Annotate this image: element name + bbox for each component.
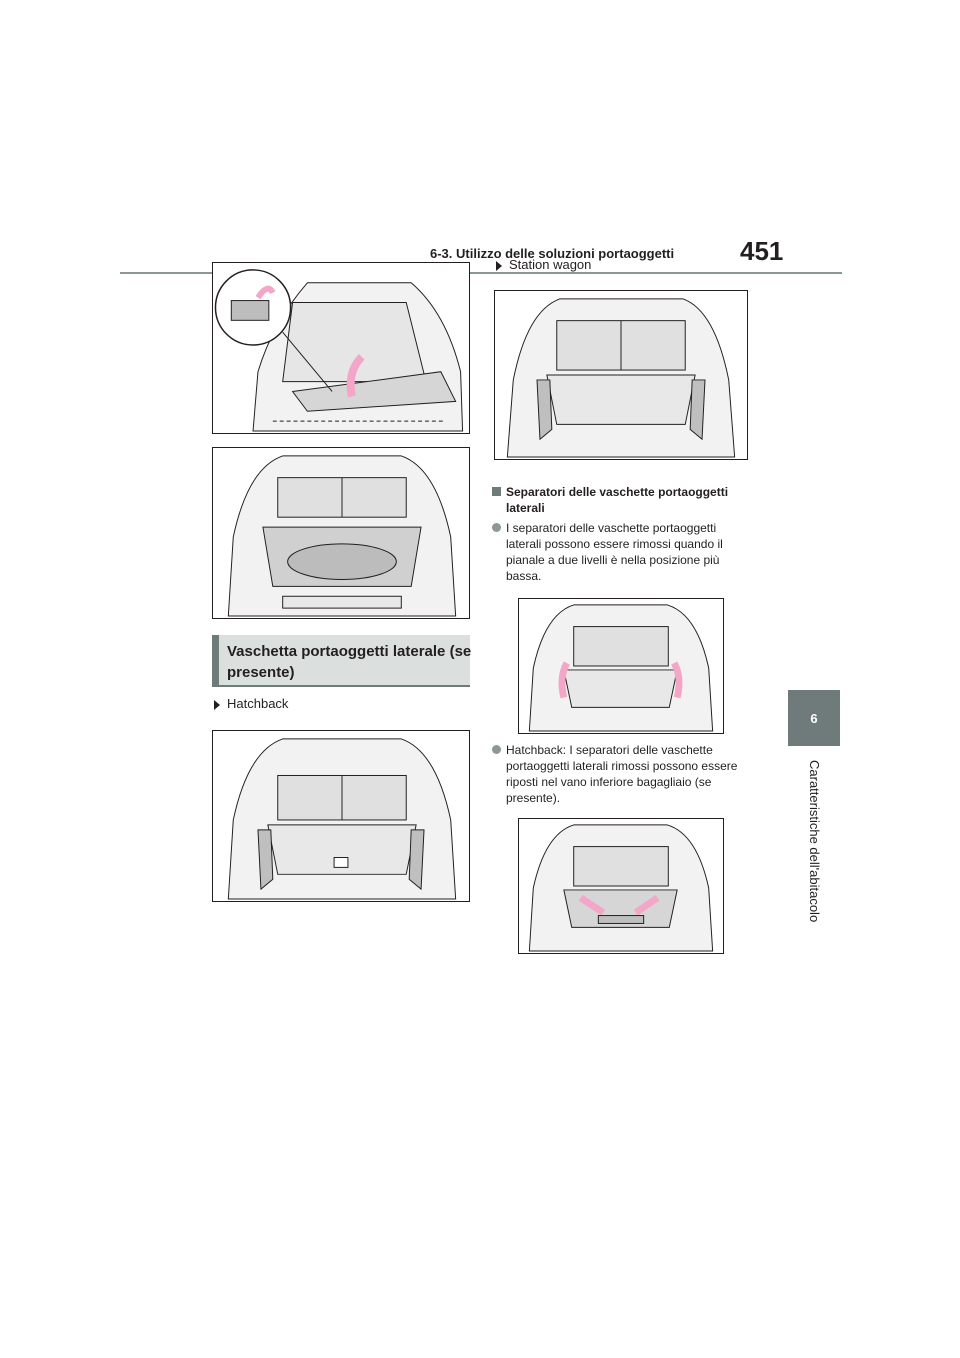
station-wagon-trunk-illustration — [506, 298, 736, 458]
figure-cargo-open — [212, 447, 470, 619]
cargo-area-illustration — [227, 455, 457, 617]
triangle-marker-icon — [214, 699, 220, 710]
figure-hatchback — [212, 730, 470, 902]
section-header: Vaschetta portaoggetti laterale (se pres… — [212, 635, 472, 687]
circle-bullet-icon — [492, 523, 501, 532]
figure-cover-removal — [212, 262, 470, 434]
trunk-cover-illustration — [214, 269, 464, 432]
circle-bullet-icon — [492, 745, 501, 754]
separators-bullet-1: I separatori delle vaschette portaoggett… — [506, 521, 723, 583]
square-bullet-icon — [492, 487, 501, 496]
chapter-number: 6 — [810, 710, 818, 726]
separator-storage-illustration — [528, 824, 714, 952]
page-number: 451 — [740, 236, 784, 266]
stow-arrow-icon — [578, 894, 606, 916]
separators-bullet-1-row: I separatori delle vaschette portaoggett… — [492, 520, 746, 584]
hatchback-label-row: Hatchback — [214, 696, 288, 711]
hatchback-label: Hatchback — [227, 696, 289, 711]
lift-arrow-icon — [671, 661, 683, 699]
stow-arrow-icon — [633, 894, 660, 916]
lift-arrow-icon — [346, 354, 365, 398]
lift-arrow-icon — [558, 661, 570, 699]
chapter-title: Caratteristiche dell'abitacolo — [807, 760, 822, 923]
figure-separator-removal — [518, 598, 724, 734]
triangle-marker-icon — [496, 260, 502, 271]
chapter-title-vertical: Caratteristiche dell'abitacolo — [806, 760, 826, 940]
separator-removal-illustration — [528, 604, 714, 732]
separators-heading: Separatori delle vaschette portaoggetti … — [506, 485, 729, 515]
separators-heading-row: Separatori delle vaschette portaoggetti … — [492, 484, 756, 516]
separators-bullet-2-row: Hatchback: I separatori delle vaschette … — [492, 742, 746, 806]
section-title: Vaschetta portaoggetti laterale (se pres… — [227, 643, 472, 681]
header-section-title: 6-3. Utilizzo delle soluzioni portaogget… — [430, 246, 675, 261]
hatchback-trunk-illustration — [227, 738, 457, 900]
station-wagon-label: Station wagon — [509, 257, 592, 272]
chapter-tab: 6 — [788, 690, 840, 746]
header-divider — [120, 272, 842, 274]
figure-station-wagon — [494, 290, 748, 460]
separators-bullet-2: Hatchback: I separatori delle vaschette … — [506, 743, 738, 805]
figure-separator-storage — [518, 818, 724, 954]
station-wagon-label-row: Station wagon — [496, 257, 591, 272]
